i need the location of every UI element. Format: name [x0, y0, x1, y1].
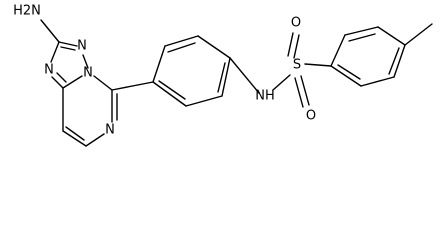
atom-pyrimidine-n: N — [105, 123, 115, 138]
bond-lines — [40, 19, 433, 147]
bond-ph-2-double — [167, 42, 196, 53]
bond-ph-6 — [152, 81, 187, 107]
bond-tol-2 — [344, 26, 379, 36]
bond-tol-5 — [360, 76, 395, 87]
bond-ph-1 — [152, 45, 166, 83]
chemical-structure-diagram: H2N N N N N NH S O O — [13, 4, 433, 147]
bond-tol-6-double — [337, 64, 361, 80]
bond-nbridge-c5 — [93, 75, 113, 91]
bond-triazole-nleft-fuse — [51, 76, 64, 89]
bond-c-c-bottom — [62, 130, 87, 147]
atom-sulfur: S — [293, 58, 301, 73]
bond-s-otop-a — [287, 32, 294, 57]
atom-triazole-n-left: N — [44, 63, 54, 78]
bond-tol-3 — [377, 26, 406, 46]
atom-bridge-n: N — [83, 66, 93, 81]
bond-c-c-bottom-double — [65, 126, 85, 141]
bond-triazole-nleft-fuse-double — [56, 72, 67, 83]
bond-c5-phenyl — [111, 81, 154, 91]
bond-ph-4-double — [217, 62, 226, 93]
bond-phenyl-nh — [229, 57, 260, 94]
atom-oxygen-bottom: O — [306, 109, 316, 124]
atom-labels: H2N N N N N NH S O O — [13, 4, 316, 138]
bond-triazole-c-ntop-double — [60, 46, 76, 51]
bond-ph-4 — [221, 57, 231, 97]
atom-sulfonamide-nh: NH — [255, 89, 275, 104]
bond-nh-s — [272, 74, 291, 91]
bond-tol-4-double — [388, 47, 400, 75]
bond-npyr-c — [85, 133, 105, 147]
bond-ph-3 — [197, 35, 231, 59]
atom-triazole-n-top: N — [77, 39, 87, 54]
bond-ph-5 — [185, 95, 223, 107]
bond-amine-c — [40, 19, 60, 43]
bond-s-otop-b — [293, 34, 300, 59]
bond-ph-6-double — [158, 80, 186, 100]
atom-nh2: H2N — [13, 4, 41, 19]
bond-s-obottom-a — [294, 77, 304, 108]
bond-ph-2 — [164, 35, 199, 47]
bond-triazole-ntop-nbridge — [82, 54, 89, 69]
bond-s-obottom-b — [300, 75, 310, 106]
bond-tol-2-double — [348, 33, 376, 42]
bond-fuse-nbridge — [62, 75, 83, 89]
bond-tol-4 — [393, 44, 406, 78]
bond-tol-6 — [330, 65, 362, 87]
bond-triazole-c-nleft — [50, 41, 60, 63]
bond-tol-1 — [330, 34, 346, 67]
bond-triazole-c-ntop — [58, 41, 78, 47]
bond-s-tolyl — [304, 63, 332, 67]
atom-oxygen-top: O — [291, 16, 301, 31]
bond-methyl — [404, 23, 433, 46]
